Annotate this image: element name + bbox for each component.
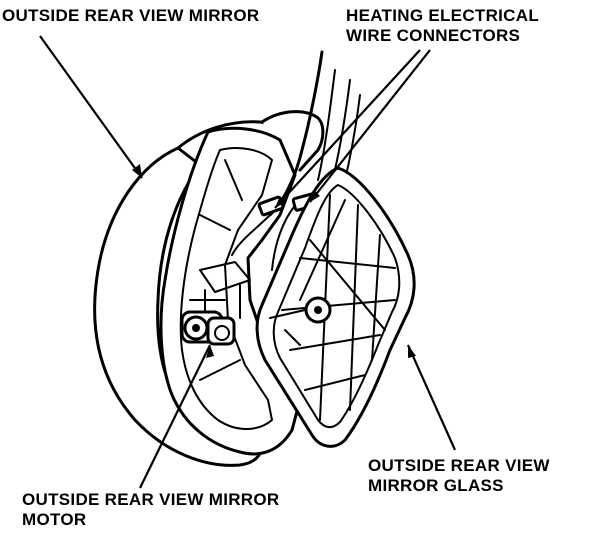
label-mirror: OUTSIDE REAR VIEW MIRROR — [2, 6, 260, 25]
leader-lines — [39, 35, 457, 489]
label-motor-line1: OUTSIDE REAR VIEW MIRROR — [22, 490, 280, 509]
label-motor-line2: MOTOR — [22, 510, 87, 529]
frame-inner — [179, 147, 273, 430]
label-connectors-line1: HEATING ELECTRICAL — [346, 6, 540, 25]
label-glass-line1: OUTSIDE REAR VIEW — [368, 456, 550, 475]
mirror-housing — [93, 146, 264, 467]
mirror-glass — [255, 166, 416, 448]
label-glass-line2: MIRROR GLASS — [368, 476, 504, 495]
label-connectors-line2: WIRE CONNECTORS — [346, 26, 521, 45]
mirror-motor — [180, 261, 251, 346]
